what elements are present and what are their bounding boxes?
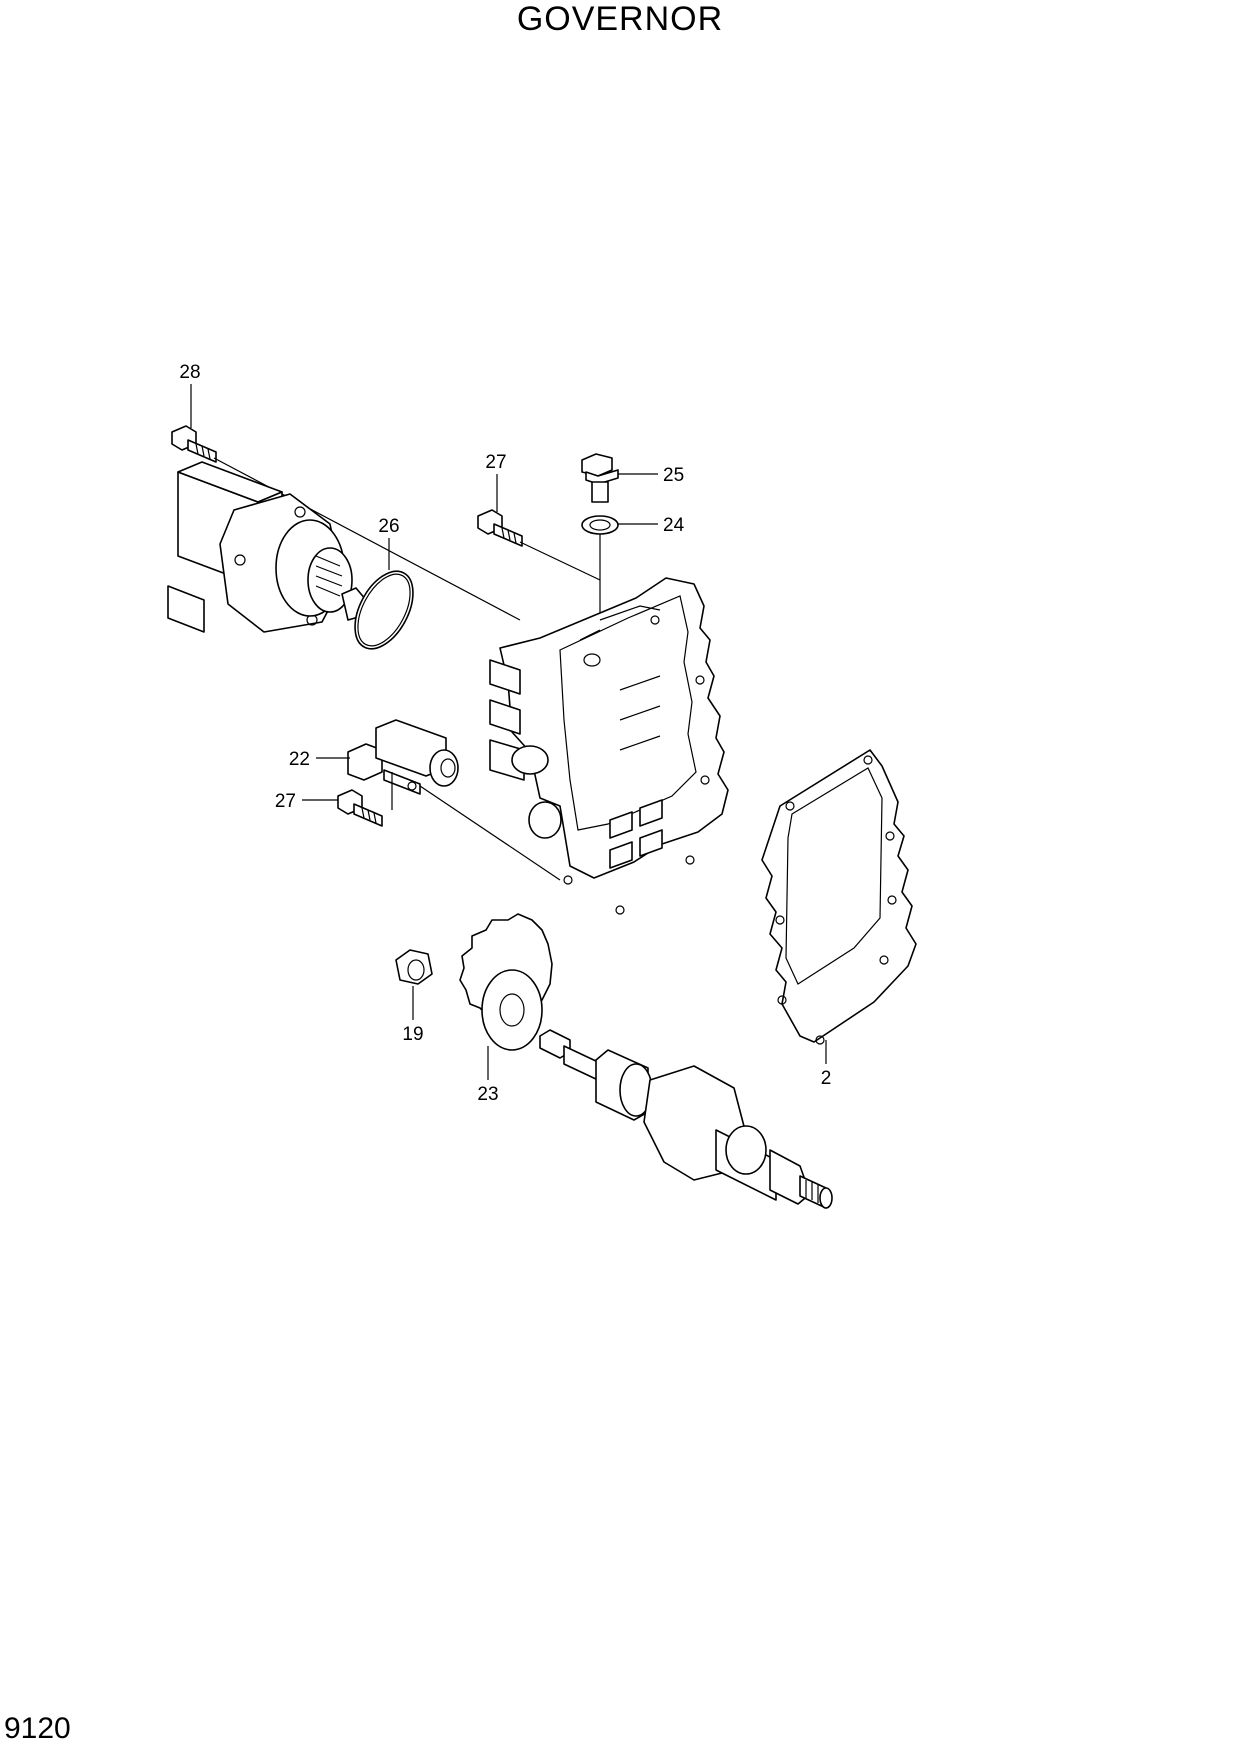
part-27-bolt-top bbox=[477, 509, 523, 547]
page-title: GOVERNOR bbox=[516, 0, 724, 38]
page-number: 9120 bbox=[4, 1712, 71, 1745]
part-19-nut bbox=[395, 949, 433, 985]
callout-26: 26 bbox=[378, 516, 399, 537]
callout-22: 22 bbox=[289, 749, 310, 770]
actuator-assembly bbox=[167, 461, 367, 633]
part-26-o-ring bbox=[354, 570, 414, 650]
governor-housing bbox=[489, 577, 729, 915]
part-28-bolt bbox=[171, 425, 217, 463]
callout-2: 2 bbox=[821, 1068, 832, 1089]
callout-28: 28 bbox=[179, 362, 200, 383]
callout-27-top: 27 bbox=[485, 452, 506, 473]
part-22-sensor bbox=[347, 719, 459, 795]
callout-27-left: 27 bbox=[275, 791, 296, 812]
callout-24: 24 bbox=[663, 515, 685, 536]
assembly-line-27-top bbox=[519, 541, 601, 581]
callout-19: 19 bbox=[402, 1024, 423, 1045]
part-25-plug bbox=[581, 453, 619, 503]
assembly-line-22 bbox=[419, 785, 561, 881]
part-27-bolt-left bbox=[337, 789, 383, 827]
callout-25: 25 bbox=[663, 465, 684, 486]
part-24-washer bbox=[581, 515, 619, 535]
part-2-gasket bbox=[761, 749, 917, 1045]
callout-23: 23 bbox=[477, 1084, 498, 1105]
part-23-gear bbox=[459, 913, 553, 1051]
governor-shaft bbox=[539, 1029, 833, 1209]
